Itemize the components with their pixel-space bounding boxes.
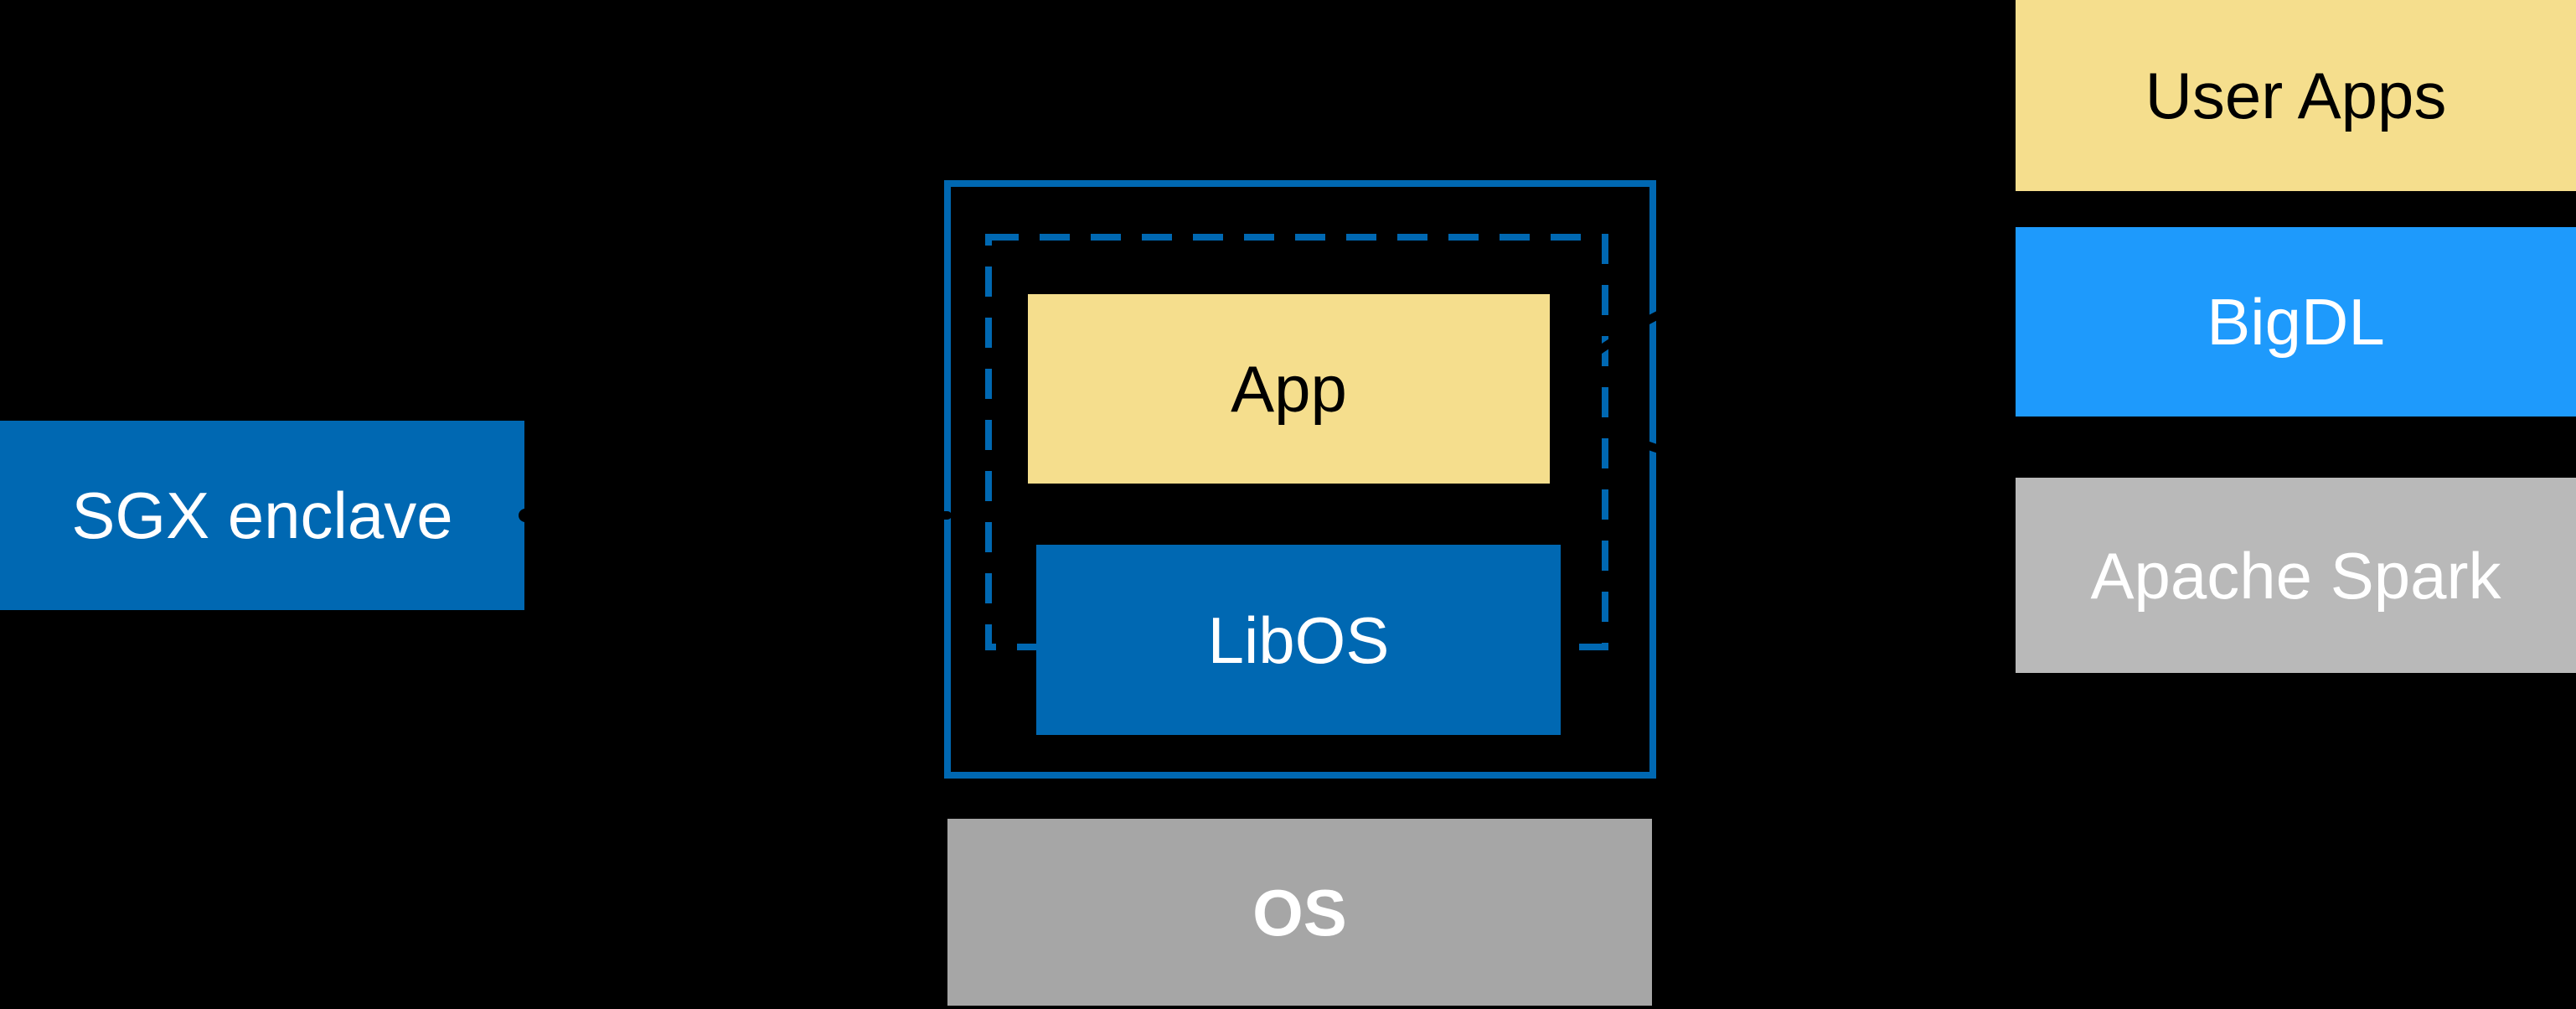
bigdl-to-app-arrow-upper bbox=[1551, 262, 1805, 388]
libos-box: LibOS bbox=[1036, 545, 1561, 735]
apache-spark-label: Apache Spark bbox=[2090, 538, 2501, 613]
sgx-enclave-label: SGX enclave bbox=[71, 479, 453, 552]
apache-spark-box: Apache Spark bbox=[2016, 478, 2576, 673]
user-apps-label: User Apps bbox=[2145, 59, 2447, 132]
app-label: App bbox=[1231, 352, 1347, 426]
bigdl-box: BigDL bbox=[2016, 227, 2576, 417]
os-label: OS bbox=[1252, 875, 1347, 949]
app-box: App bbox=[1028, 294, 1550, 484]
libos-label: LibOS bbox=[1207, 603, 1390, 677]
bigdl-to-app-arrow-lower bbox=[1551, 386, 1805, 484]
bigdl-label: BigDL bbox=[2207, 285, 2385, 359]
user-apps-box: User Apps bbox=[2016, 0, 2576, 191]
sgx-enclave-box: SGX enclave bbox=[0, 421, 524, 610]
os-box: OS bbox=[947, 819, 1652, 1006]
